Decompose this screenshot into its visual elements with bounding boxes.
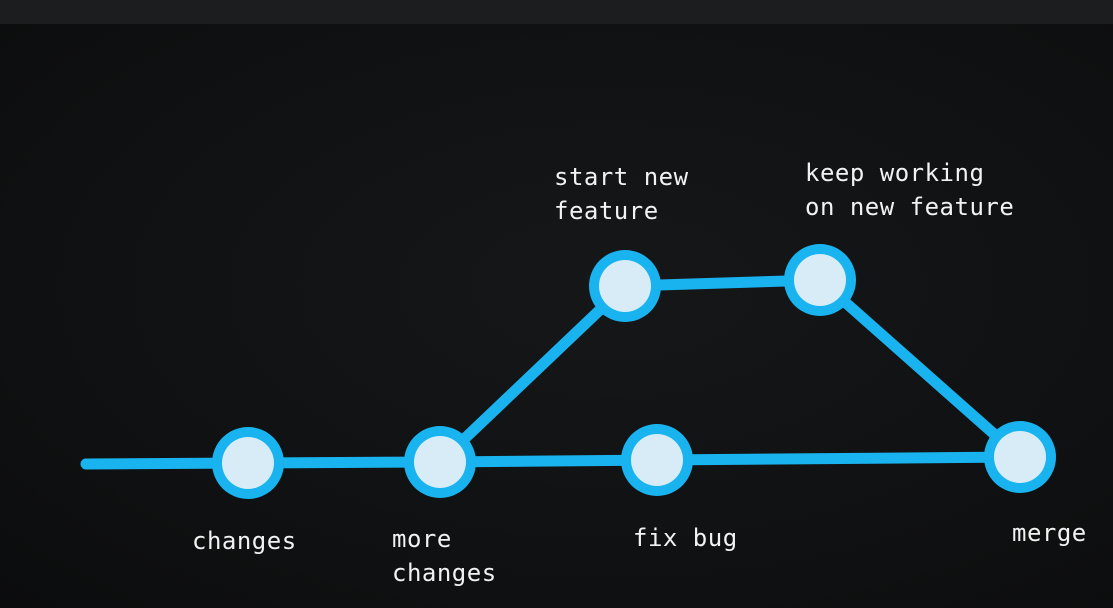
edge-more-feature (434, 280, 631, 468)
label-fix: fix bug (633, 521, 738, 555)
label-merge: merge (1012, 516, 1087, 550)
label-feature-line-1: start new (554, 163, 689, 191)
label-feature: start new feature (554, 160, 689, 228)
label-keep-line-2: on new feature (805, 193, 1015, 221)
commit-node-changes (212, 427, 284, 499)
label-fix-line-1: fix bug (633, 524, 738, 552)
top-bar (0, 0, 1113, 24)
label-merge-line-1: merge (1012, 519, 1087, 547)
label-feature-line-2: feature (554, 197, 659, 225)
label-more-line-2: changes (392, 559, 497, 587)
commit-node-merge (984, 421, 1056, 493)
label-changes: changes (192, 524, 297, 558)
commit-node-fill (994, 431, 1046, 483)
commit-node-fill (222, 437, 274, 489)
commit-node-fill (599, 260, 651, 312)
commit-node-fill (794, 254, 846, 306)
commit-node-fill (414, 436, 466, 488)
label-more-line-1: more (392, 525, 452, 553)
commit-node-fill (631, 434, 683, 486)
board-background (0, 24, 1113, 608)
nodes-layer (212, 244, 1056, 499)
commit-node-more (404, 426, 476, 498)
edge-fix-merge (651, 451, 1026, 466)
commit-node-feature (589, 250, 661, 322)
label-more: more changes (392, 522, 497, 590)
commit-node-keep (784, 244, 856, 316)
label-changes-line-1: changes (192, 527, 297, 555)
label-keep-line-1: keep working (805, 159, 985, 187)
edge-more-fix (434, 454, 663, 468)
edge-keep-merge (814, 274, 1026, 463)
label-keep: keep working on new feature (805, 156, 1014, 224)
commit-node-fix (621, 424, 693, 496)
